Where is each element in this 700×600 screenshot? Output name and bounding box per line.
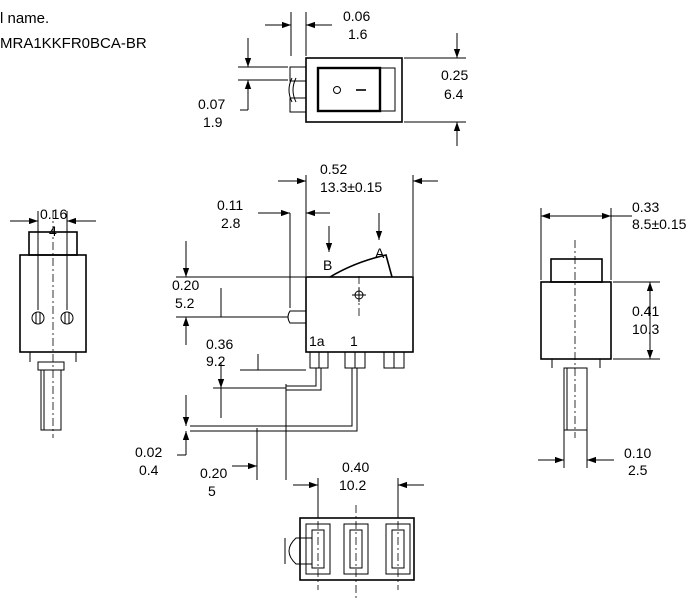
lead-1a bbox=[286, 368, 317, 387]
off-symbol bbox=[333, 86, 341, 94]
dim-right-w-in: 0.33 bbox=[632, 199, 659, 215]
left-view: 0.16 4 bbox=[10, 206, 96, 438]
dim-right-w-mm: 8.5±0.15 bbox=[632, 216, 687, 232]
dim-top-a-mm: 1.6 bbox=[348, 26, 368, 42]
right-rocker bbox=[550, 258, 603, 283]
label-a: A bbox=[375, 245, 385, 261]
dim-top-a-in: 0.06 bbox=[343, 8, 370, 24]
bottom-view: 0.40 10.2 bbox=[284, 459, 424, 598]
contact-right bbox=[60, 311, 74, 325]
dim-left-in: 0.16 bbox=[40, 206, 67, 222]
rocker-profile bbox=[329, 254, 393, 278]
dim-offset-in: 0.11 bbox=[217, 197, 243, 213]
dim-right-h-in: 0.41 bbox=[632, 303, 659, 319]
pin-label-1a: 1a bbox=[309, 333, 325, 349]
dim-top-c-in: 0.07 bbox=[198, 96, 225, 112]
dim-height-mm: 5.2 bbox=[175, 295, 195, 311]
top-view: 0.06 1.6 0.25 6.4 0.07 1.9 bbox=[198, 8, 468, 146]
bottom-body bbox=[299, 517, 415, 581]
dim-width-mm: 13.3±0.15 bbox=[320, 179, 382, 195]
right-view: 0.33 8.5±0.15 0.41 10.3 0.10 2.5 bbox=[538, 199, 687, 478]
dim-right-pin-mm: 2.5 bbox=[628, 462, 648, 478]
rocker-button bbox=[316, 66, 382, 113]
dim-top-b-in: 0.25 bbox=[441, 67, 468, 83]
dim-thick-mm: 0.4 bbox=[139, 462, 159, 478]
left-pin bbox=[40, 369, 62, 431]
label-b: B bbox=[323, 257, 332, 273]
dim-top-b-mm: 6.4 bbox=[444, 86, 464, 102]
dim-pin-in: 0.36 bbox=[206, 336, 233, 352]
dim-pitch-mm: 10.2 bbox=[339, 477, 366, 493]
contact-left bbox=[31, 311, 45, 325]
dim-lead-in: 0.20 bbox=[200, 465, 227, 481]
part-number: MRA1KKFR0BCA-BR bbox=[0, 35, 147, 52]
part-name-label: l name. bbox=[0, 10, 49, 27]
dim-height-in: 0.20 bbox=[172, 277, 199, 293]
terminal-bottom bbox=[289, 97, 307, 113]
dim-right-pin-in: 0.10 bbox=[624, 445, 651, 461]
bottom-lead bbox=[288, 537, 312, 565]
right-pin bbox=[563, 367, 588, 431]
dim-thick-in: 0.02 bbox=[135, 444, 162, 460]
dim-pin-mm: 9.2 bbox=[206, 353, 226, 369]
dim-right-h-mm: 10.3 bbox=[632, 321, 659, 337]
dim-top-c-mm: 1.9 bbox=[203, 114, 223, 130]
pin-label-1: 1 bbox=[350, 333, 358, 349]
lead-1 bbox=[190, 368, 353, 427]
dim-left-mm: 4 bbox=[49, 223, 57, 239]
side-view: 1a 1 A B 0.52 13.3±0.15 0.11 2.8 0.20 5.… bbox=[135, 161, 438, 499]
dim-offset-mm: 2.8 bbox=[221, 215, 241, 231]
rocker-side bbox=[379, 67, 396, 112]
dim-pitch-in: 0.40 bbox=[342, 459, 369, 475]
top-view-body bbox=[305, 57, 403, 123]
side-pin bbox=[287, 310, 306, 324]
dim-lead-mm: 5 bbox=[208, 483, 216, 499]
dim-width-in: 0.52 bbox=[320, 161, 347, 177]
right-body bbox=[540, 281, 612, 360]
terminal-top bbox=[289, 66, 307, 82]
